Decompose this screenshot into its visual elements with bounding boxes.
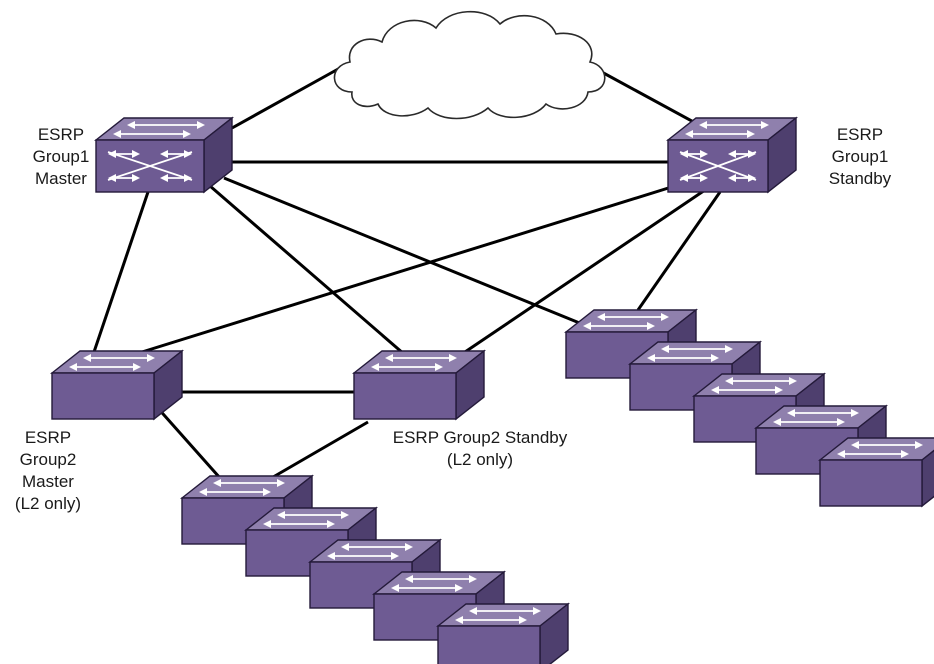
links-layer (92, 66, 722, 482)
router-icon-router-standby (665, 116, 799, 194)
devices-layer (49, 116, 934, 664)
switch-icon-edge-left-5 (435, 602, 571, 664)
link-router-standby-to-edge-right-1 (636, 191, 722, 311)
label-group1-standby: ESRP Group1 Standby (828, 125, 892, 188)
label-group2-master: ESRP Group2 Master (L2 only) (14, 428, 82, 513)
switch-icon-switch-g2-master (49, 349, 185, 421)
cloud-icon (333, 10, 606, 120)
switch-icon-switch-g2-standby (351, 349, 487, 421)
switch-icon-edge-right-5 (817, 437, 934, 508)
link-router-master-to-cloud (231, 66, 341, 130)
link-router-standby-to-switch-g2-standby (461, 186, 709, 356)
label-group2-standby: ESRP Group2 Standby (L2 only) (392, 428, 568, 469)
router-icon-router-master (93, 116, 235, 194)
link-router-standby-to-switch-g2-master (141, 178, 695, 354)
link-router-master-to-edge-right-1 (223, 176, 583, 326)
link-router-master-to-switch-g2-standby (209, 184, 405, 356)
link-switch-g2-master-to-edge-left-1 (154, 405, 222, 479)
cloud-shape (333, 10, 606, 120)
link-switch-g2-standby-to-edge-left-1 (267, 420, 369, 482)
label-group1-master: ESRP Group1 Master (32, 125, 90, 188)
link-router-master-to-switch-g2-master (92, 191, 150, 353)
